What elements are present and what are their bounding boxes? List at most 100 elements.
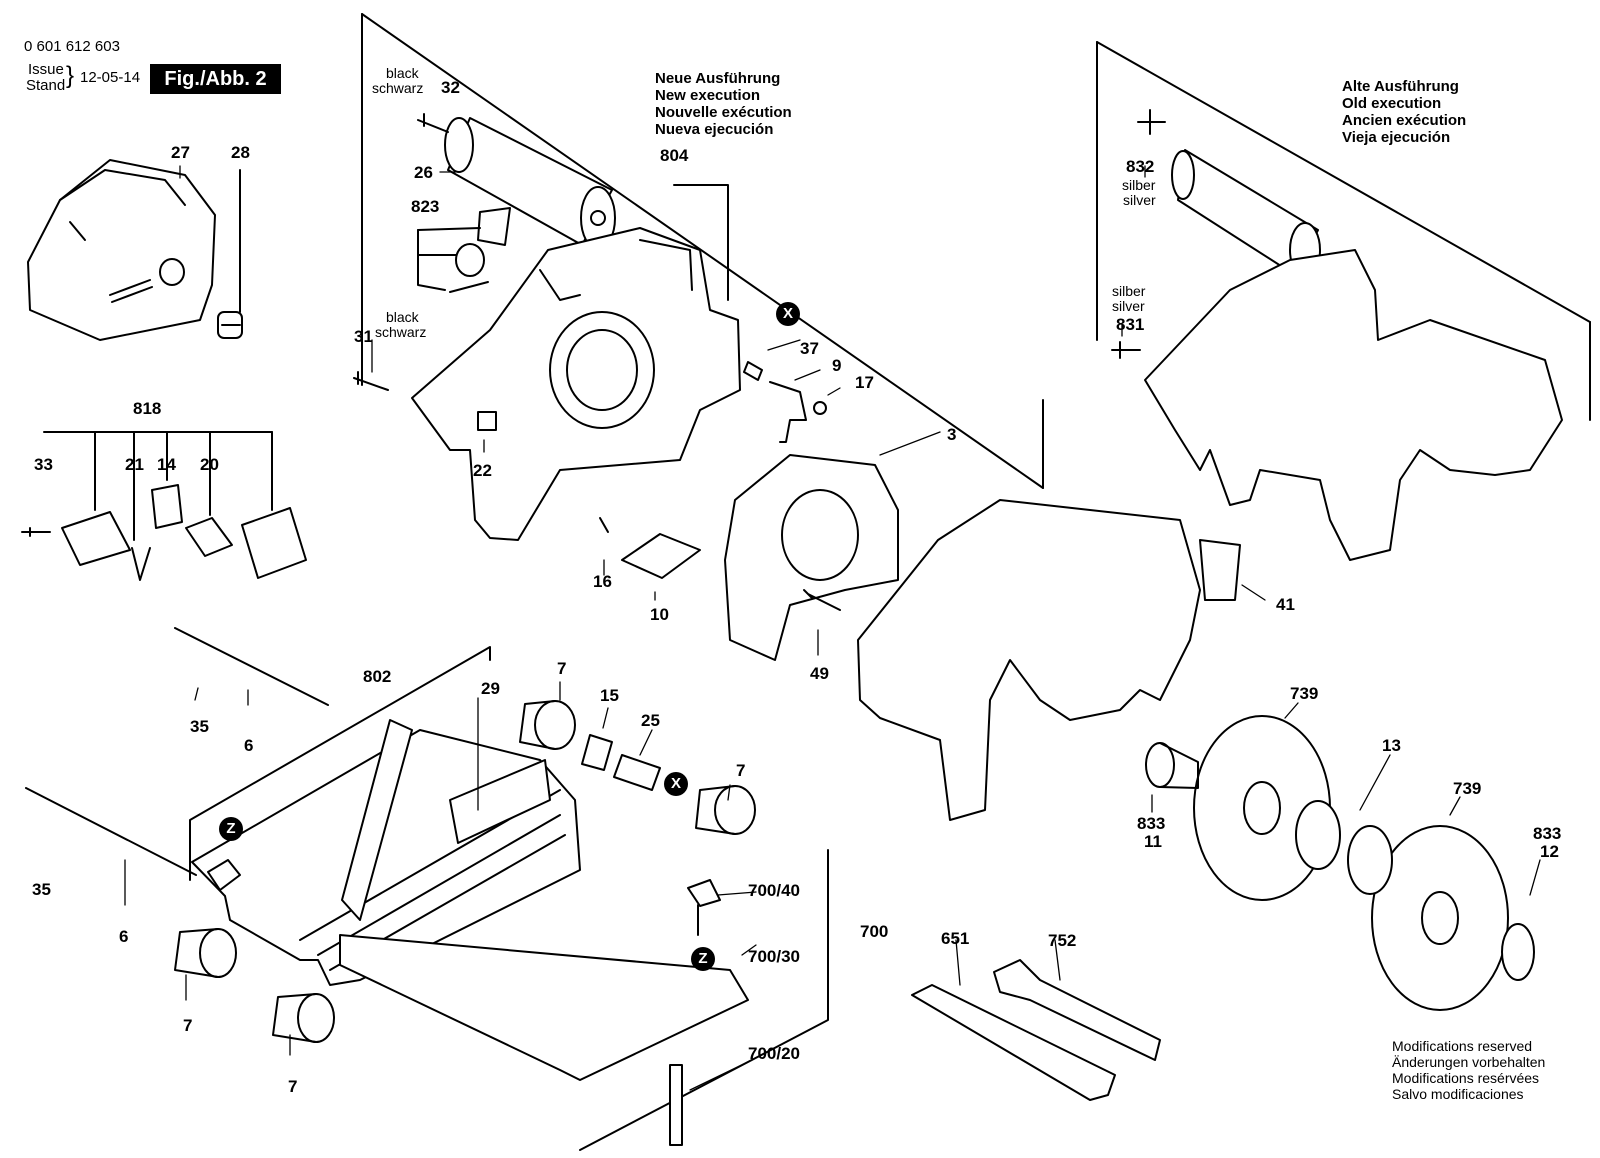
part-label-20: 20 [200,455,219,474]
tools-651-752 [911,959,1161,1101]
guard-housing-old [1111,109,1563,561]
part-label-802: 802 [363,667,392,686]
issue-label: Issue [28,61,64,78]
leader-lines [124,165,1541,1091]
base-assembly [191,719,581,986]
part-label-700-30: 700/30 [748,947,800,966]
color-note-silver-831: silver [1112,298,1145,314]
old-execution-es: Vieja ejecución [1342,129,1451,146]
color-note-silver-832: silver [1123,192,1156,208]
knob-part [217,169,243,339]
part-label-31: 31 [354,327,373,346]
part-label-7d: 7 [288,1077,298,1096]
part-label-27: 27 [171,143,190,162]
rods-6 [25,627,329,876]
old-execution-frame [1096,41,1591,421]
part-label-818: 818 [133,399,162,418]
new-execution-en: New execution [655,87,761,104]
part-label-26: 26 [414,163,433,182]
parts-823 [417,207,511,293]
diamond-blades [1193,715,1509,1011]
part-label-6b: 6 [119,927,129,946]
parallel-fence [339,879,749,1146]
part-label-3: 3 [947,425,957,444]
brace-glyph: } [66,62,75,89]
part-label-15: 15 [600,686,619,705]
blade-guard-part [724,454,899,661]
part-label-35b: 35 [32,880,51,899]
color-note-silber-831: silber [1112,283,1146,299]
part-label-833a: 833 [1137,814,1166,833]
base-assembly-frame [189,646,829,1151]
part-label-752: 752 [1048,931,1077,950]
part-label-12: 12 [1540,842,1559,861]
guard-housing-new [411,227,741,541]
old-execution-fr: Ancien exécution [1342,112,1467,129]
marker-x-upper: X [776,302,800,326]
cover-housing-part [27,159,216,341]
part-label-804: 804 [660,146,689,165]
figure-label: Fig./Abb. 2 [150,64,281,94]
part-label-11: 11 [1144,832,1162,851]
switch-parts [21,484,307,581]
part-label-7b: 7 [736,761,746,780]
new-execution-es: Nueva ejecución [655,121,774,138]
part-label-35a: 35 [190,717,209,736]
color-note-schwarz-31: schwarz [375,324,427,340]
parts-16-10-49 [599,517,841,611]
part-number: 0 601 612 603 [24,38,120,55]
modifications-es: Salvo modificaciones [1392,1086,1524,1102]
part-label-9: 9 [832,356,842,375]
part-label-16: 16 [593,572,612,591]
part-label-7c: 7 [183,1016,193,1035]
color-note-black-32: black [386,65,419,81]
part-label-739b: 739 [1453,779,1482,798]
issue-date: 12-05-14 [80,69,141,86]
marker-x-lower: X [664,772,688,796]
part-label-17: 17 [855,373,874,392]
part-label-739a: 739 [1290,684,1319,703]
new-execution-fr: Nouvelle exécution [655,104,792,121]
new-execution-de: Neue Ausführung [655,70,781,87]
part-label-823: 823 [411,197,440,216]
screws-32-31 [353,113,449,391]
part-label-833b: 833 [1533,824,1562,843]
part-label-651: 651 [941,929,970,948]
part-label-832: 832 [1126,157,1155,176]
old-execution-de: Alte Ausführung [1342,78,1459,95]
part-label-7a: 7 [557,659,567,678]
part-label-33: 33 [34,455,53,474]
marker-z-upper: Z [219,817,243,841]
part-label-22: 22 [473,461,492,480]
roller-part [444,117,616,250]
flanges-833 [1145,742,1535,981]
part-label-21: 21 [125,455,144,474]
old-execution-en: Old execution [1342,95,1442,112]
part-label-49: 49 [810,664,829,683]
part-label-13: 13 [1382,736,1401,755]
color-note-black-31: black [386,309,419,325]
part-label-25: 25 [641,711,660,730]
part-label-37: 37 [800,339,819,358]
part-label-14: 14 [157,455,176,474]
color-note-silber-832: silber [1122,177,1156,193]
part-label-10: 10 [650,605,669,624]
part-label-28: 28 [231,143,250,162]
part-label-41: 41 [1276,595,1295,614]
part-label-700: 700 [860,922,889,941]
part-label-831: 831 [1116,315,1145,334]
color-note-schwarz-32: schwarz [372,80,424,96]
part-label-700-20: 700/20 [748,1044,800,1063]
stand-label: Stand [26,77,66,94]
modifications-de: Änderungen vorbehalten [1392,1054,1546,1070]
marker-z-lower: Z [691,947,715,971]
part-label-32: 32 [441,78,460,97]
new-execution-frame [361,13,1044,489]
part-818-bracket [43,431,273,541]
part-label-29: 29 [481,679,500,698]
large-cover-part [857,499,1241,821]
modifications-fr: Modifications resérvées [1392,1070,1540,1086]
base-rollers [174,700,756,1043]
part-label-6a: 6 [244,736,254,755]
